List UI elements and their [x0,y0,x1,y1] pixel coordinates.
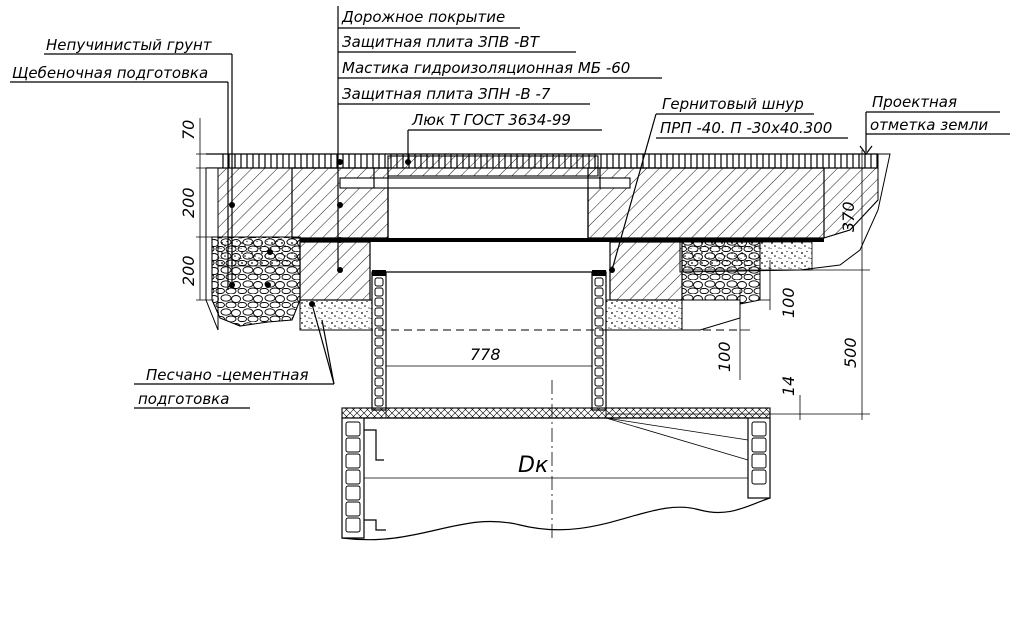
svg-text:14: 14 [779,376,798,396]
dims-left: 70 200 200 [179,118,214,301]
brick-cell [374,337,384,347]
gravel-left [211,236,301,327]
brick-cell [374,297,384,307]
brick-cell [374,387,384,397]
dim-778: 778 [385,345,593,372]
brick-cell [374,307,384,317]
label-hatch: Люк Т ГОСТ 3634-99 [411,111,571,129]
brick-cell [345,501,361,517]
label-gernit-spec: ПРП -40. П -30х40.300 [660,119,832,137]
manhole-hatch [339,155,631,238]
label-non-heaving-soil: Непучинистый грунт [46,36,213,54]
brick-cell [374,367,384,377]
brick-cell [374,357,384,367]
svg-text:500: 500 [841,337,860,368]
dims-right: 370 100 100 500 14 [606,150,870,420]
svg-text:100: 100 [779,287,798,318]
brick-cell [345,453,361,469]
svg-text:778: 778 [470,345,501,364]
brick-cell [345,469,361,485]
svg-text:200: 200 [179,187,198,218]
brick-cell [374,317,384,327]
svg-text:370: 370 [839,201,858,232]
label-plate-zpn: Защитная плита ЗПН -В -7 [342,85,551,103]
brick-cell [594,347,604,357]
brick-cell [374,397,384,407]
brick-cell [345,421,361,437]
sand-cement-bedding [299,299,741,331]
brick-cell [374,347,384,357]
well-ring: Dк [341,407,771,541]
plate-zpn [299,241,683,301]
brick-cell [594,307,604,317]
brick-cell [345,517,361,533]
brick-cell [345,485,361,501]
label-design-mark-2: отметка земли [870,116,988,134]
brick-cell [751,421,767,437]
svg-text:200: 200 [179,255,198,286]
brick-cell [594,277,604,287]
brick-cell [594,397,604,407]
brick-cell [751,469,767,485]
svg-text:70: 70 [179,120,198,140]
brick-cell [345,437,361,453]
brick-cell [374,277,384,287]
label-gernit-cord: Гернитовый шнур [662,95,804,113]
svg-text:100: 100 [715,341,734,372]
brick-cell [594,367,604,377]
brick-cell [594,317,604,327]
label-road-surface: Дорожное покрытие [341,8,505,26]
label-design-mark-1: Проектная [872,93,957,111]
brick-cell [374,327,384,337]
brick-cell [594,377,604,387]
brick-cell [594,297,604,307]
brick-cell [751,437,767,453]
svg-text:Dк: Dк [518,453,549,478]
brick-cell [594,357,604,367]
brick-cell [374,287,384,297]
label-gravel-base: Щебеночная подготовка [12,64,208,82]
brick-cell [594,387,604,397]
brick-cell [594,287,604,297]
label-plate-zpv: Защитная плита ЗПВ -ВТ [342,33,541,51]
label-sand-cement-2: подготовка [138,390,229,408]
gravel-right [681,241,813,307]
label-sand-cement-1: Песчано -цементная [146,366,309,384]
brick-cell [594,337,604,347]
neck-shaft [371,270,607,411]
label-mastic: Мастика гидроизоляционная МБ -60 [342,59,630,77]
brick-cell [594,327,604,337]
brick-cell [751,453,767,469]
brick-cell [374,377,384,387]
leader-lines [10,6,1010,409]
